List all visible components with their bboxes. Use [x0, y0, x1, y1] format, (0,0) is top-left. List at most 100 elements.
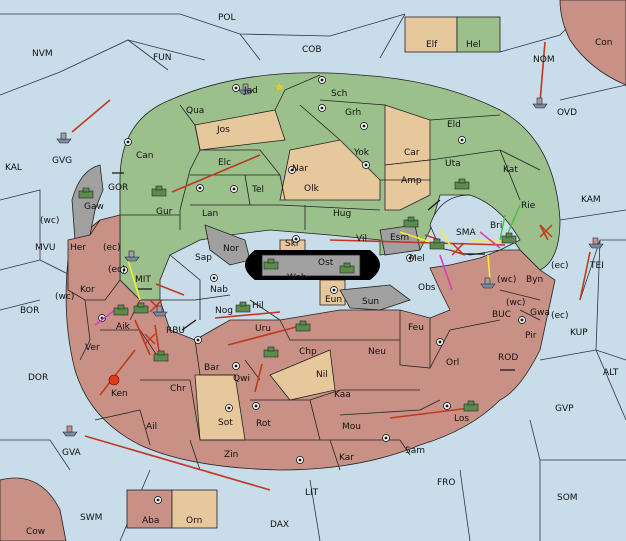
label-mit: MIT — [135, 275, 151, 285]
label-can: Can — [136, 151, 154, 161]
army-unit-icon — [263, 346, 279, 358]
supply-center-dot — [194, 336, 202, 344]
coast-ec-kor: (ec) — [108, 265, 126, 275]
army-unit-icon — [403, 216, 419, 228]
label-nar: Nar — [292, 164, 308, 174]
territory-vil[interactable] — [379, 224, 421, 256]
coast-ec-her: (ec) — [103, 243, 121, 253]
supply-center-dot — [124, 138, 132, 146]
fleet-unit-icon — [588, 237, 604, 249]
territory-elf[interactable] — [404, 16, 458, 53]
territory-gaw[interactable] — [71, 164, 104, 241]
supply-center-dot — [232, 84, 240, 92]
fleets[interactable] — [56, 83, 604, 437]
label-qwi: Qwi — [233, 374, 250, 384]
supply-center-dot — [288, 166, 296, 174]
territory-orn[interactable] — [171, 489, 218, 529]
label-ail: Ail — [146, 422, 157, 432]
label-pol: POL — [218, 13, 236, 23]
fleet-unit-icon — [532, 97, 548, 109]
label-kup: KUP — [570, 328, 588, 338]
army-unit-icon — [113, 304, 129, 316]
label-kal: KAL — [5, 163, 22, 173]
label-feu: Feu — [408, 323, 424, 333]
move-markers — [112, 172, 515, 371]
supply-center-dot — [196, 184, 204, 192]
label-aik: Aik — [116, 322, 131, 332]
territory-hel[interactable] — [456, 16, 501, 53]
label-gva: GVA — [62, 448, 82, 458]
label-hel: Hel — [466, 40, 481, 50]
coast-wc-byn: (wc) — [497, 275, 516, 285]
label-sch: Sch — [331, 89, 347, 99]
label-lit: LIT — [305, 488, 319, 498]
label-nvm: NVM — [32, 49, 53, 59]
army-unit-icon — [133, 302, 149, 314]
label-ovd: OVD — [557, 108, 577, 118]
label-orl: Orl — [446, 358, 459, 368]
coast-wc-her: (wc) — [40, 216, 59, 226]
label-bar: Bar — [204, 363, 220, 373]
army-unit-icon — [463, 400, 479, 412]
label-gor: GOR — [108, 183, 128, 193]
supply-center-dot — [406, 254, 414, 262]
coast-ec-byn: (ec) — [551, 261, 569, 271]
territory-cow[interactable] — [0, 477, 67, 541]
supply-center-dot — [154, 496, 162, 504]
supply-center-dot — [296, 456, 304, 464]
coast-wc-kor: (wc) — [55, 292, 74, 302]
territory-nar[interactable] — [279, 139, 381, 201]
fleet-unit-icon — [238, 83, 254, 95]
label-cob: COB — [302, 45, 322, 55]
label-esm: Esm — [390, 233, 409, 243]
label-ost: Ost — [318, 258, 334, 268]
label-skr: Skr — [285, 239, 300, 249]
coast-wc-gwa: (wc) — [506, 298, 525, 308]
territory-her[interactable] — [67, 214, 121, 301]
territory-nil[interactable] — [269, 349, 336, 401]
label-mel: Mel — [409, 254, 425, 264]
sea-borders — [0, 13, 626, 541]
army-unit-icon — [263, 258, 279, 270]
territory-web[interactable] — [261, 254, 361, 277]
units[interactable] — [78, 178, 517, 412]
convoy-arrows — [94, 231, 501, 326]
label-dor: DOR — [28, 373, 48, 383]
territory-sun[interactable] — [339, 284, 411, 311]
territory-con[interactable] — [559, 0, 626, 86]
label-kam: KAM — [581, 195, 601, 205]
label-dax: DAX — [270, 520, 289, 530]
label-ver: Ver — [85, 343, 100, 353]
label-vil: Vil — [356, 234, 367, 244]
label-som: SOM — [557, 493, 578, 503]
fleet-unit-icon — [480, 277, 496, 289]
supply-center-dot — [518, 316, 526, 324]
label-sap: Sap — [195, 253, 212, 263]
label-tel: Tel — [251, 185, 264, 195]
label-fro: FRO — [437, 478, 456, 488]
label-eun: Eun — [325, 295, 342, 305]
army-unit-icon — [78, 187, 94, 199]
label-her: Her — [70, 243, 86, 253]
supply-center-dot — [318, 76, 326, 84]
label-gaw: Gaw — [84, 202, 104, 212]
label-los: Los — [454, 414, 469, 424]
label-obs: Obs — [418, 283, 436, 293]
army-unit-icon — [429, 238, 445, 250]
fleet-unit-icon — [62, 425, 78, 437]
supply-center-dot — [232, 362, 240, 370]
label-jos: Jos — [216, 125, 230, 135]
label-rbu: RBU — [166, 326, 185, 336]
army-unit-icon — [501, 232, 517, 244]
label-mou: Mou — [342, 422, 361, 432]
label-ken: Ken — [111, 389, 128, 399]
label-nab: Nab — [210, 285, 228, 295]
supply-center-dot — [252, 402, 260, 410]
territory-amp[interactable] — [384, 159, 431, 211]
label-fun: FUN — [153, 53, 172, 63]
label-con: Con — [595, 38, 613, 48]
fleet-unit-icon — [56, 132, 72, 144]
territory-nor[interactable] — [204, 224, 251, 266]
label-lan: Lan — [202, 209, 218, 219]
